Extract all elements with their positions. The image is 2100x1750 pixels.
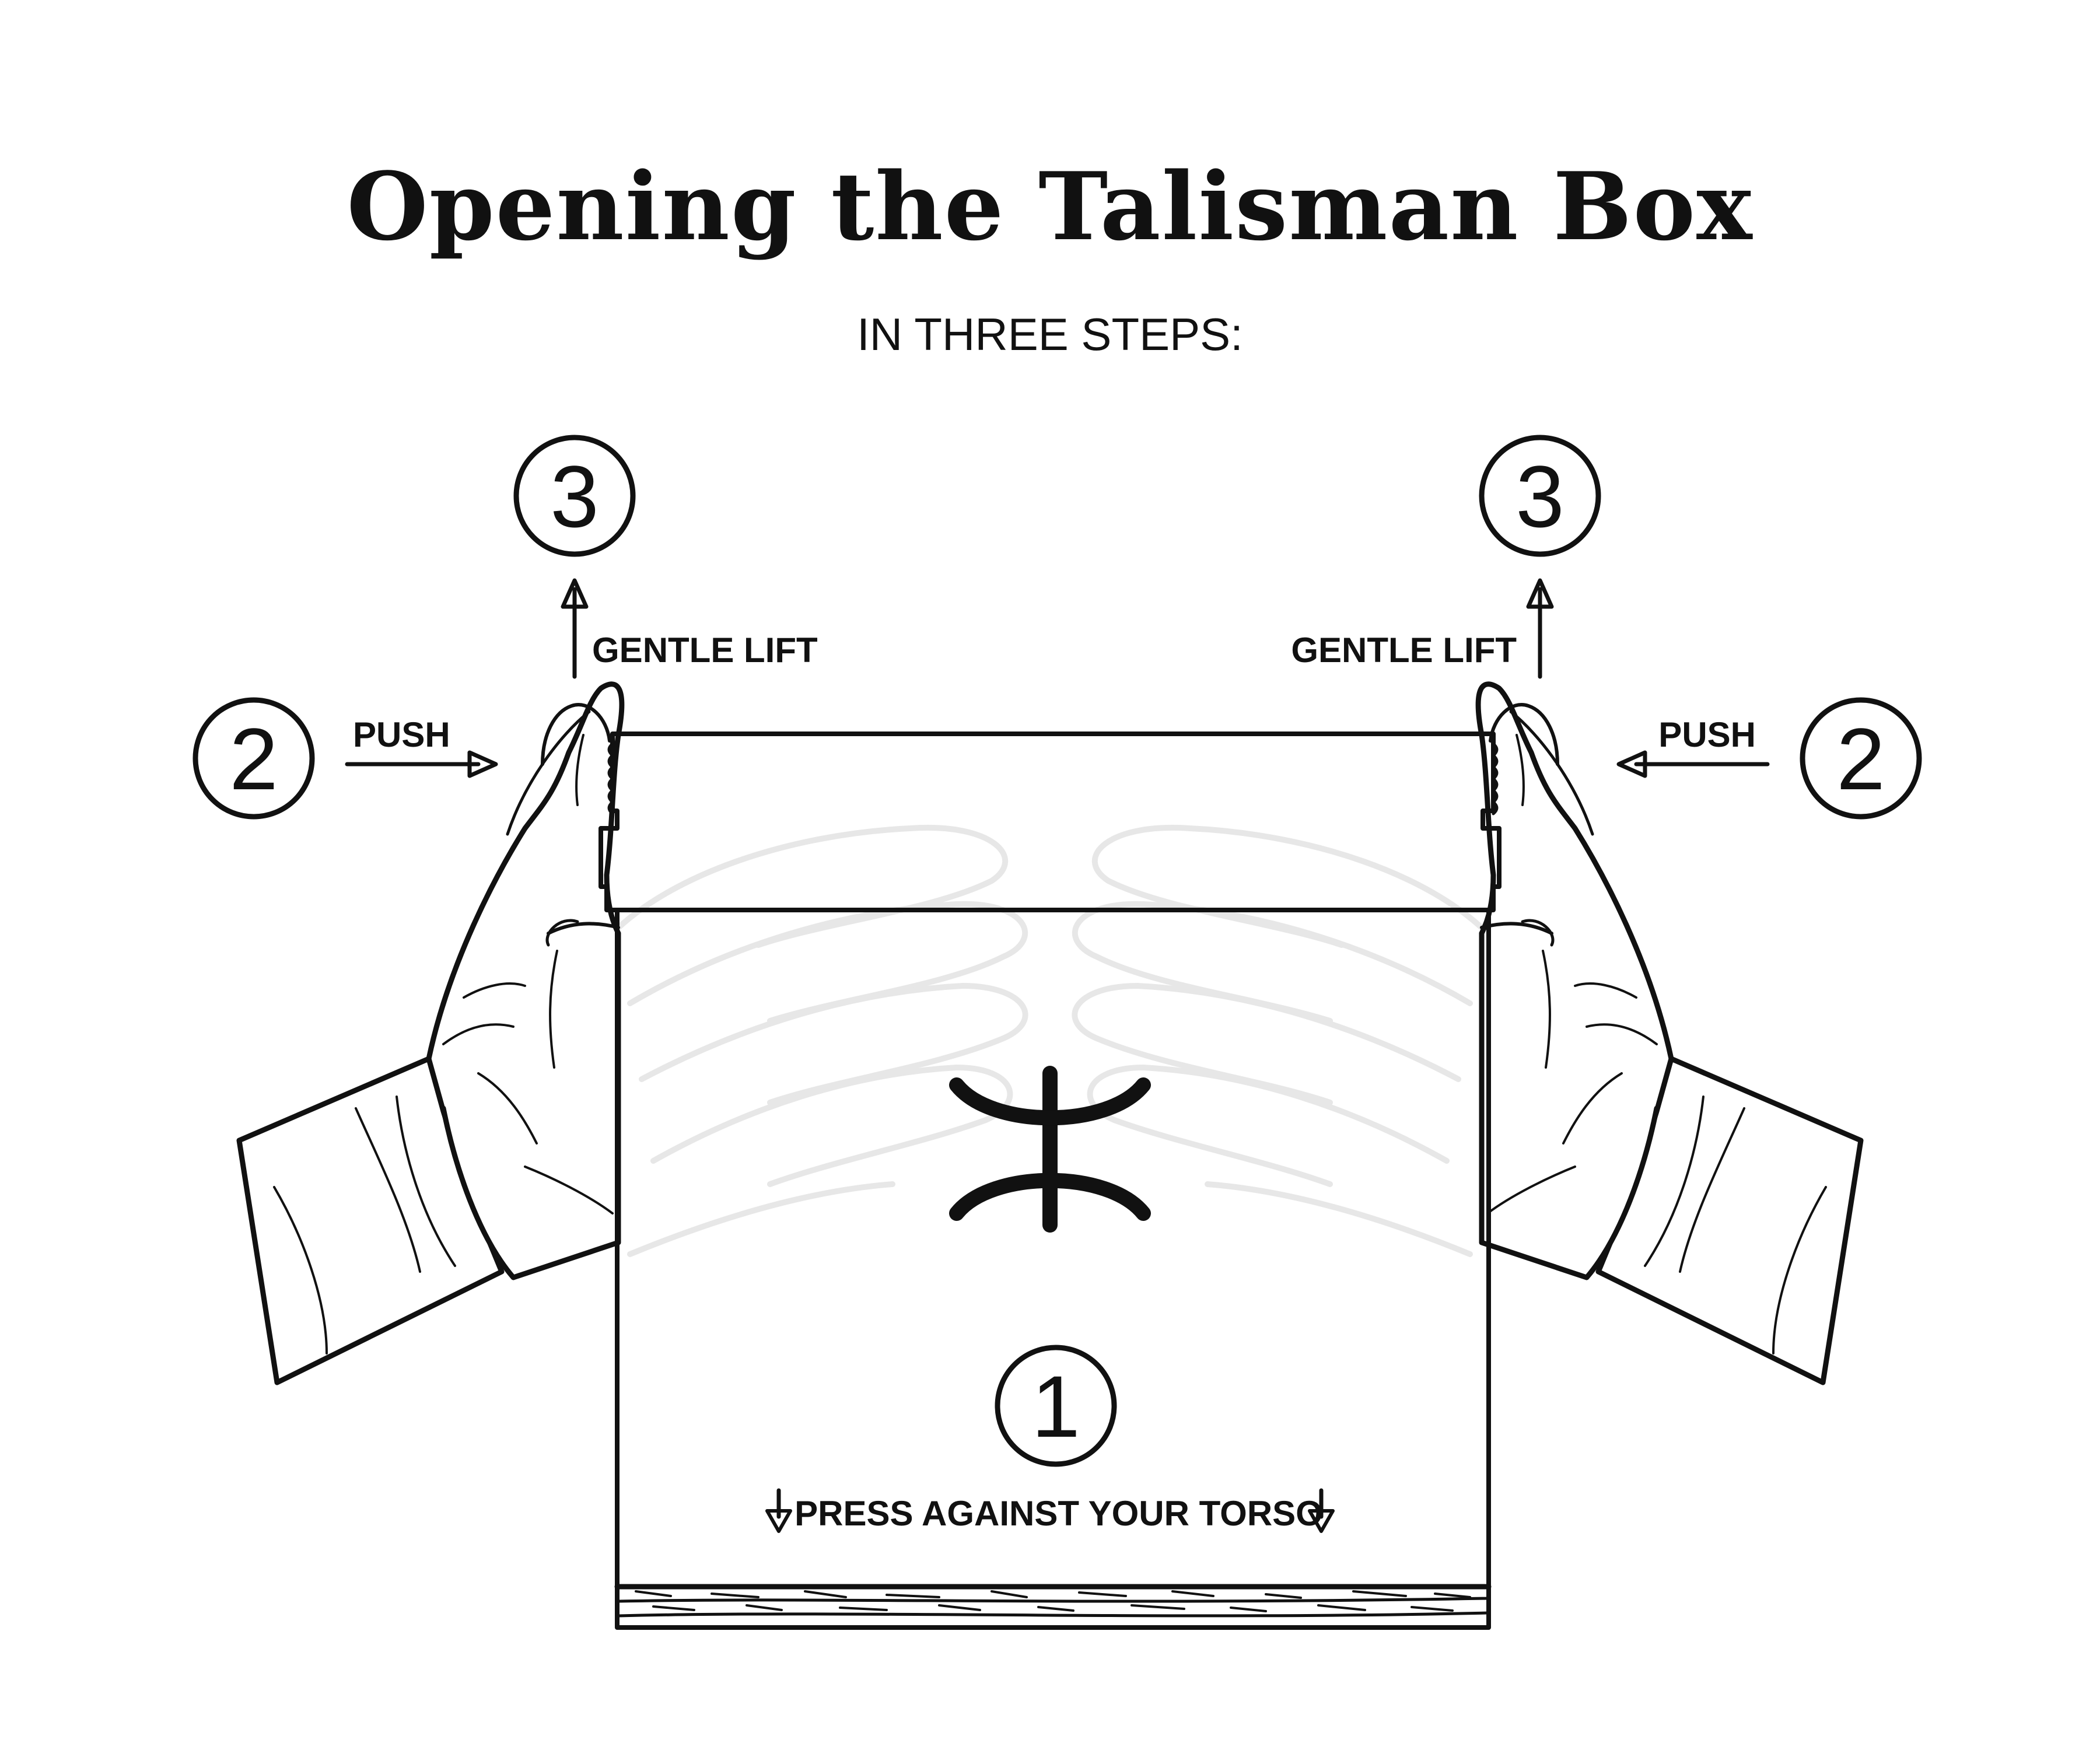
step-1-number: 1 — [1031, 1357, 1080, 1455]
step-3-right: 3 GENTLE LIFT — [1291, 435, 1601, 679]
step-1-circle — [995, 1345, 1117, 1467]
step-2-right-circle — [1800, 697, 1922, 820]
step-3-left: 3 GENTLE LIFT — [513, 435, 818, 679]
page-subtitle: IN THREE STEPS: — [857, 309, 1243, 360]
step-3-right-circle — [1479, 435, 1601, 557]
step-3-left-label: GENTLE LIFT — [592, 631, 818, 670]
talisman-box — [598, 732, 1502, 1630]
talisman-symbol-icon — [949, 1066, 1151, 1233]
step-2-left-circle — [192, 697, 315, 820]
box-base — [614, 1584, 1492, 1630]
step-2-left-number: 2 — [229, 710, 278, 808]
ghost-hands-illustration — [610, 824, 1490, 1257]
right-hand-illustration — [1475, 681, 1864, 1385]
step-2-right-number: 2 — [1836, 710, 1885, 808]
step-1-label: PRESS AGAINST YOUR TORSO — [794, 1494, 1323, 1533]
box-lid — [598, 732, 1502, 912]
step-2-left-label: PUSH — [353, 715, 450, 754]
step-2-right: 2 PUSH — [1616, 697, 1922, 820]
step-2-left: 2 PUSH — [192, 697, 498, 820]
step-3-right-label: GENTLE LIFT — [1291, 631, 1517, 670]
step-1: 1 PRESS AGAINST YOUR TORSO — [765, 1345, 1335, 1533]
step-2-right-label: PUSH — [1658, 715, 1756, 754]
step-3-left-circle — [513, 435, 636, 557]
page-title: Opening the Talisman Box — [346, 152, 1753, 261]
box-body — [615, 908, 1491, 1589]
step-3-right-number: 3 — [1516, 447, 1564, 545]
left-hand-illustration — [236, 681, 625, 1385]
step-3-left-number: 3 — [550, 447, 598, 545]
